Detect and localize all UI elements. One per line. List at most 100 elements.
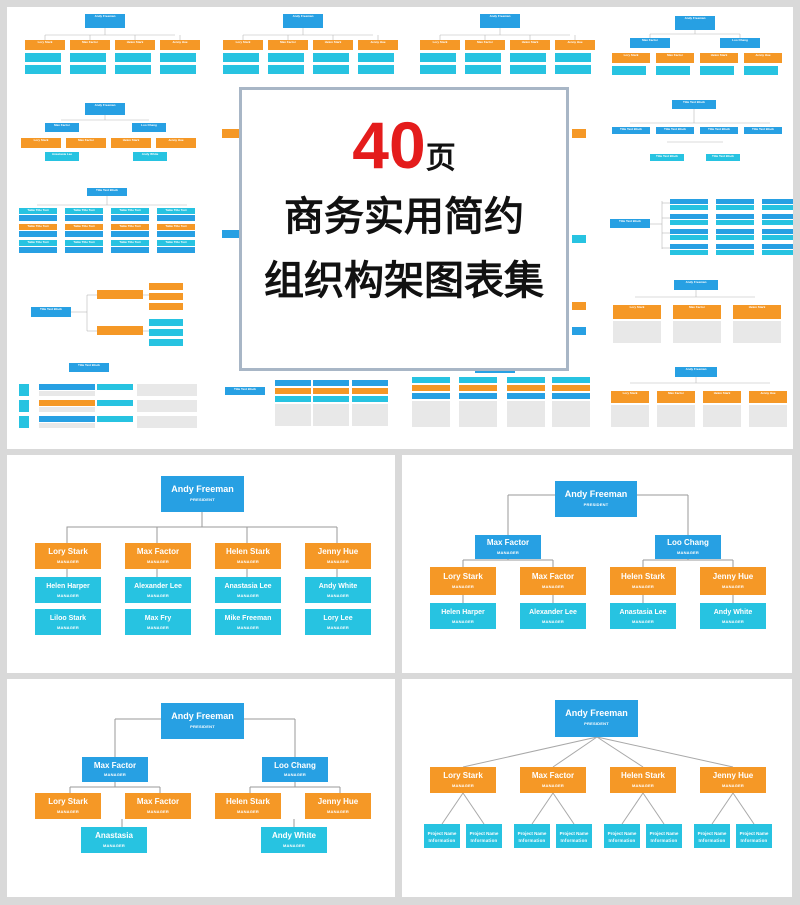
thumb-box: Andy Freeman: [283, 14, 323, 28]
thumb-box: [19, 416, 29, 428]
thumb-box: Title Text Block: [612, 127, 650, 134]
manager-box-name: Max Factor: [531, 572, 575, 581]
thumb-box: [465, 53, 501, 62]
thumb-box: Lory Stark: [613, 305, 661, 319]
staff-box-role: MANAGER: [541, 618, 565, 624]
thumb-box: [65, 231, 103, 237]
thumb-box: [716, 229, 754, 234]
title-line-1: 商务实用简约: [284, 195, 524, 239]
thumb-box: Title Text Block: [31, 307, 71, 317]
project-box-name: Project Name: [649, 830, 679, 836]
title-card: 40页 商务实用简约 组织构架图表集: [239, 87, 569, 371]
staff-box-role: MANAGER: [146, 624, 170, 630]
thumb-box: [70, 53, 106, 62]
manager-box-role: MANAGER: [326, 808, 350, 814]
thumb-box: Andy Freeman: [675, 16, 715, 30]
manager-box-name: Helen Stark: [620, 572, 666, 581]
staff-box-name: Liloo Stark: [49, 615, 87, 622]
thumb-box: [510, 53, 546, 62]
thumb-box: Title Text Block: [225, 387, 265, 395]
project-box-role: Information: [608, 838, 636, 844]
thumb-box: Helen Stark: [313, 40, 353, 50]
thumb-box: [611, 405, 649, 427]
thumb-box: [149, 293, 183, 300]
thumb-box: [313, 65, 349, 74]
president-box: Andy Freeman PRESIDENT: [555, 481, 637, 517]
thumb-box: [25, 53, 61, 62]
thumb-box: [313, 388, 349, 394]
thumb-box: [39, 416, 95, 422]
thumb-box: [275, 388, 311, 394]
thumb-box: Jenny Hue: [160, 40, 200, 50]
manager-box-role: MANAGER: [326, 558, 350, 564]
thumb-box: Table Title Text: [111, 208, 149, 214]
thumb-box: [97, 326, 143, 335]
thumb-box: [670, 250, 708, 255]
manager-box-role: MANAGER: [541, 583, 565, 589]
thumb-box: [313, 380, 349, 386]
thumb-box: [149, 319, 183, 326]
thumb-box: Jenny Hue: [749, 391, 787, 403]
staff-box-role: MANAGER: [326, 624, 350, 630]
thumb-box: [352, 388, 388, 394]
staff-box-role: MANAGER: [631, 618, 655, 624]
staff-box-name: Mike Freeman: [224, 615, 272, 622]
thumb-box: [275, 396, 311, 402]
thumb-box: [552, 401, 590, 427]
director-box-role: MANAGER: [283, 772, 307, 778]
project-box-name: Project Name: [607, 830, 637, 836]
thumb-box: [358, 65, 394, 74]
thumb-box: Table Title Text: [65, 208, 103, 214]
thumb-box: [459, 393, 497, 399]
thumb-box: [552, 377, 590, 383]
thumb-box: [673, 321, 721, 343]
thumb-box: Title Text Block: [610, 219, 650, 228]
thumb-box: [412, 385, 450, 391]
thumb-box: Lory Stark: [223, 40, 263, 50]
project-box-name: Project Name: [697, 830, 727, 836]
thumb-box: Table Title Text: [19, 224, 57, 230]
thumb-box: [111, 247, 149, 253]
thumb-box: [744, 66, 778, 75]
thumb-box: [223, 65, 259, 74]
thumb-box: Table Title Text: [157, 240, 195, 246]
project-box-role: Information: [518, 838, 546, 844]
staff-box-name: Helen Harper: [46, 583, 90, 590]
thumb-box: [268, 65, 304, 74]
thumb-box: Title Text Block: [69, 363, 109, 372]
thumb-box: [612, 66, 646, 75]
thumb-box: Lory Stark: [611, 391, 649, 403]
thumb-box: [137, 400, 197, 412]
thumb-box: [572, 302, 586, 310]
thumb-box: Helen Stark: [733, 305, 781, 319]
thumb-box: [223, 53, 259, 62]
thumb-box: [572, 327, 586, 335]
thumb-box: [412, 377, 450, 383]
staff-box-name: Andy White: [272, 831, 316, 840]
staff-box-name: Andy White: [713, 609, 753, 616]
thumb-box: Max Factor: [45, 123, 79, 132]
project-box-role: Information: [740, 838, 768, 844]
thumb-box: Table Title Text: [19, 208, 57, 214]
manager-box-role: MANAGER: [146, 808, 170, 814]
thumb-box: Andy Freeman: [674, 280, 718, 290]
thumb-box: [510, 65, 546, 74]
thumb-box: Max Factor: [657, 391, 695, 403]
